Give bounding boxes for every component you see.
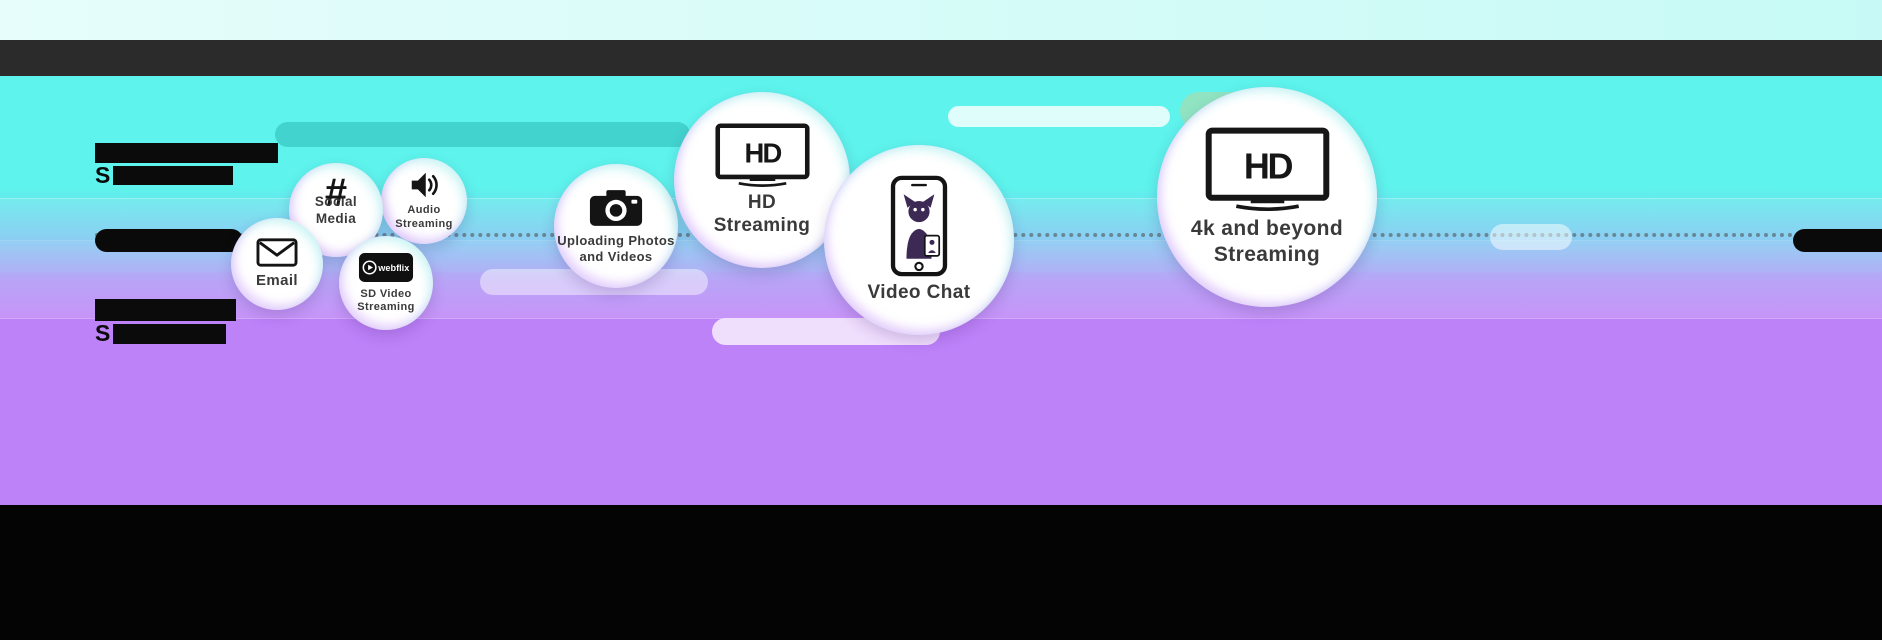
video-chat-phone-icon [889,175,949,277]
bubble-hd-streaming: HD HD Streaming [674,92,850,268]
bubble-label: Video Chat [867,282,971,304]
decorative-pill [275,122,690,147]
bubble-sd-video-streaming: webflix SD Video Streaming [339,236,433,330]
bubble-label: 4k and beyond Streaming [1190,217,1344,266]
bubble-label: Uploading Photos and Videos [557,233,675,264]
tv-hd-text: HD [1243,146,1292,187]
redacted-text-block [113,166,234,185]
webflix-badge-text: webflix [377,263,410,273]
decorative-pill [948,106,1170,127]
envelope-icon [256,238,298,267]
redacted-text-block [113,323,227,344]
redacted-text-line: S [95,162,234,188]
bubble-label: SD Video Streaming [357,287,415,313]
footer-black-band [0,505,1882,640]
camera-icon [588,187,644,228]
bubble-video-chat: Video Chat [824,145,1014,335]
bubble-label: HD Streaming [713,191,811,236]
bubble-label: Social Media [314,194,358,226]
header-dark-bar [0,40,1882,76]
hd-tv-icon: HD [714,123,810,187]
redacted-text-block [95,299,236,321]
top-light-strip [0,0,1882,40]
redacted-line-prefix: S [95,320,111,346]
hd-tv-icon: HD [1205,127,1330,212]
timeline-endpoint-pill-left [95,229,243,252]
speaker-icon [409,171,439,199]
tv-hd-text: HD [744,137,781,168]
bubble-email: Email [231,218,323,310]
redacted-text-line: S [95,320,227,346]
decorative-pill [1490,224,1572,250]
webflix-badge-icon: webflix [358,252,414,283]
bubble-label: Audio Streaming [395,204,453,230]
bubble-audio-streaming: Audio Streaming [381,158,467,244]
bubble-uploading-photos-and-videos: Uploading Photos and Videos [554,164,678,288]
bubble-4k-and-beyond-streaming: HD 4k and beyond Streaming [1157,87,1377,307]
redacted-text-block [95,143,278,163]
redacted-line-prefix: S [95,162,111,188]
timeline-endpoint-pill-right [1793,229,1882,252]
bubble-label: Email [255,272,299,289]
